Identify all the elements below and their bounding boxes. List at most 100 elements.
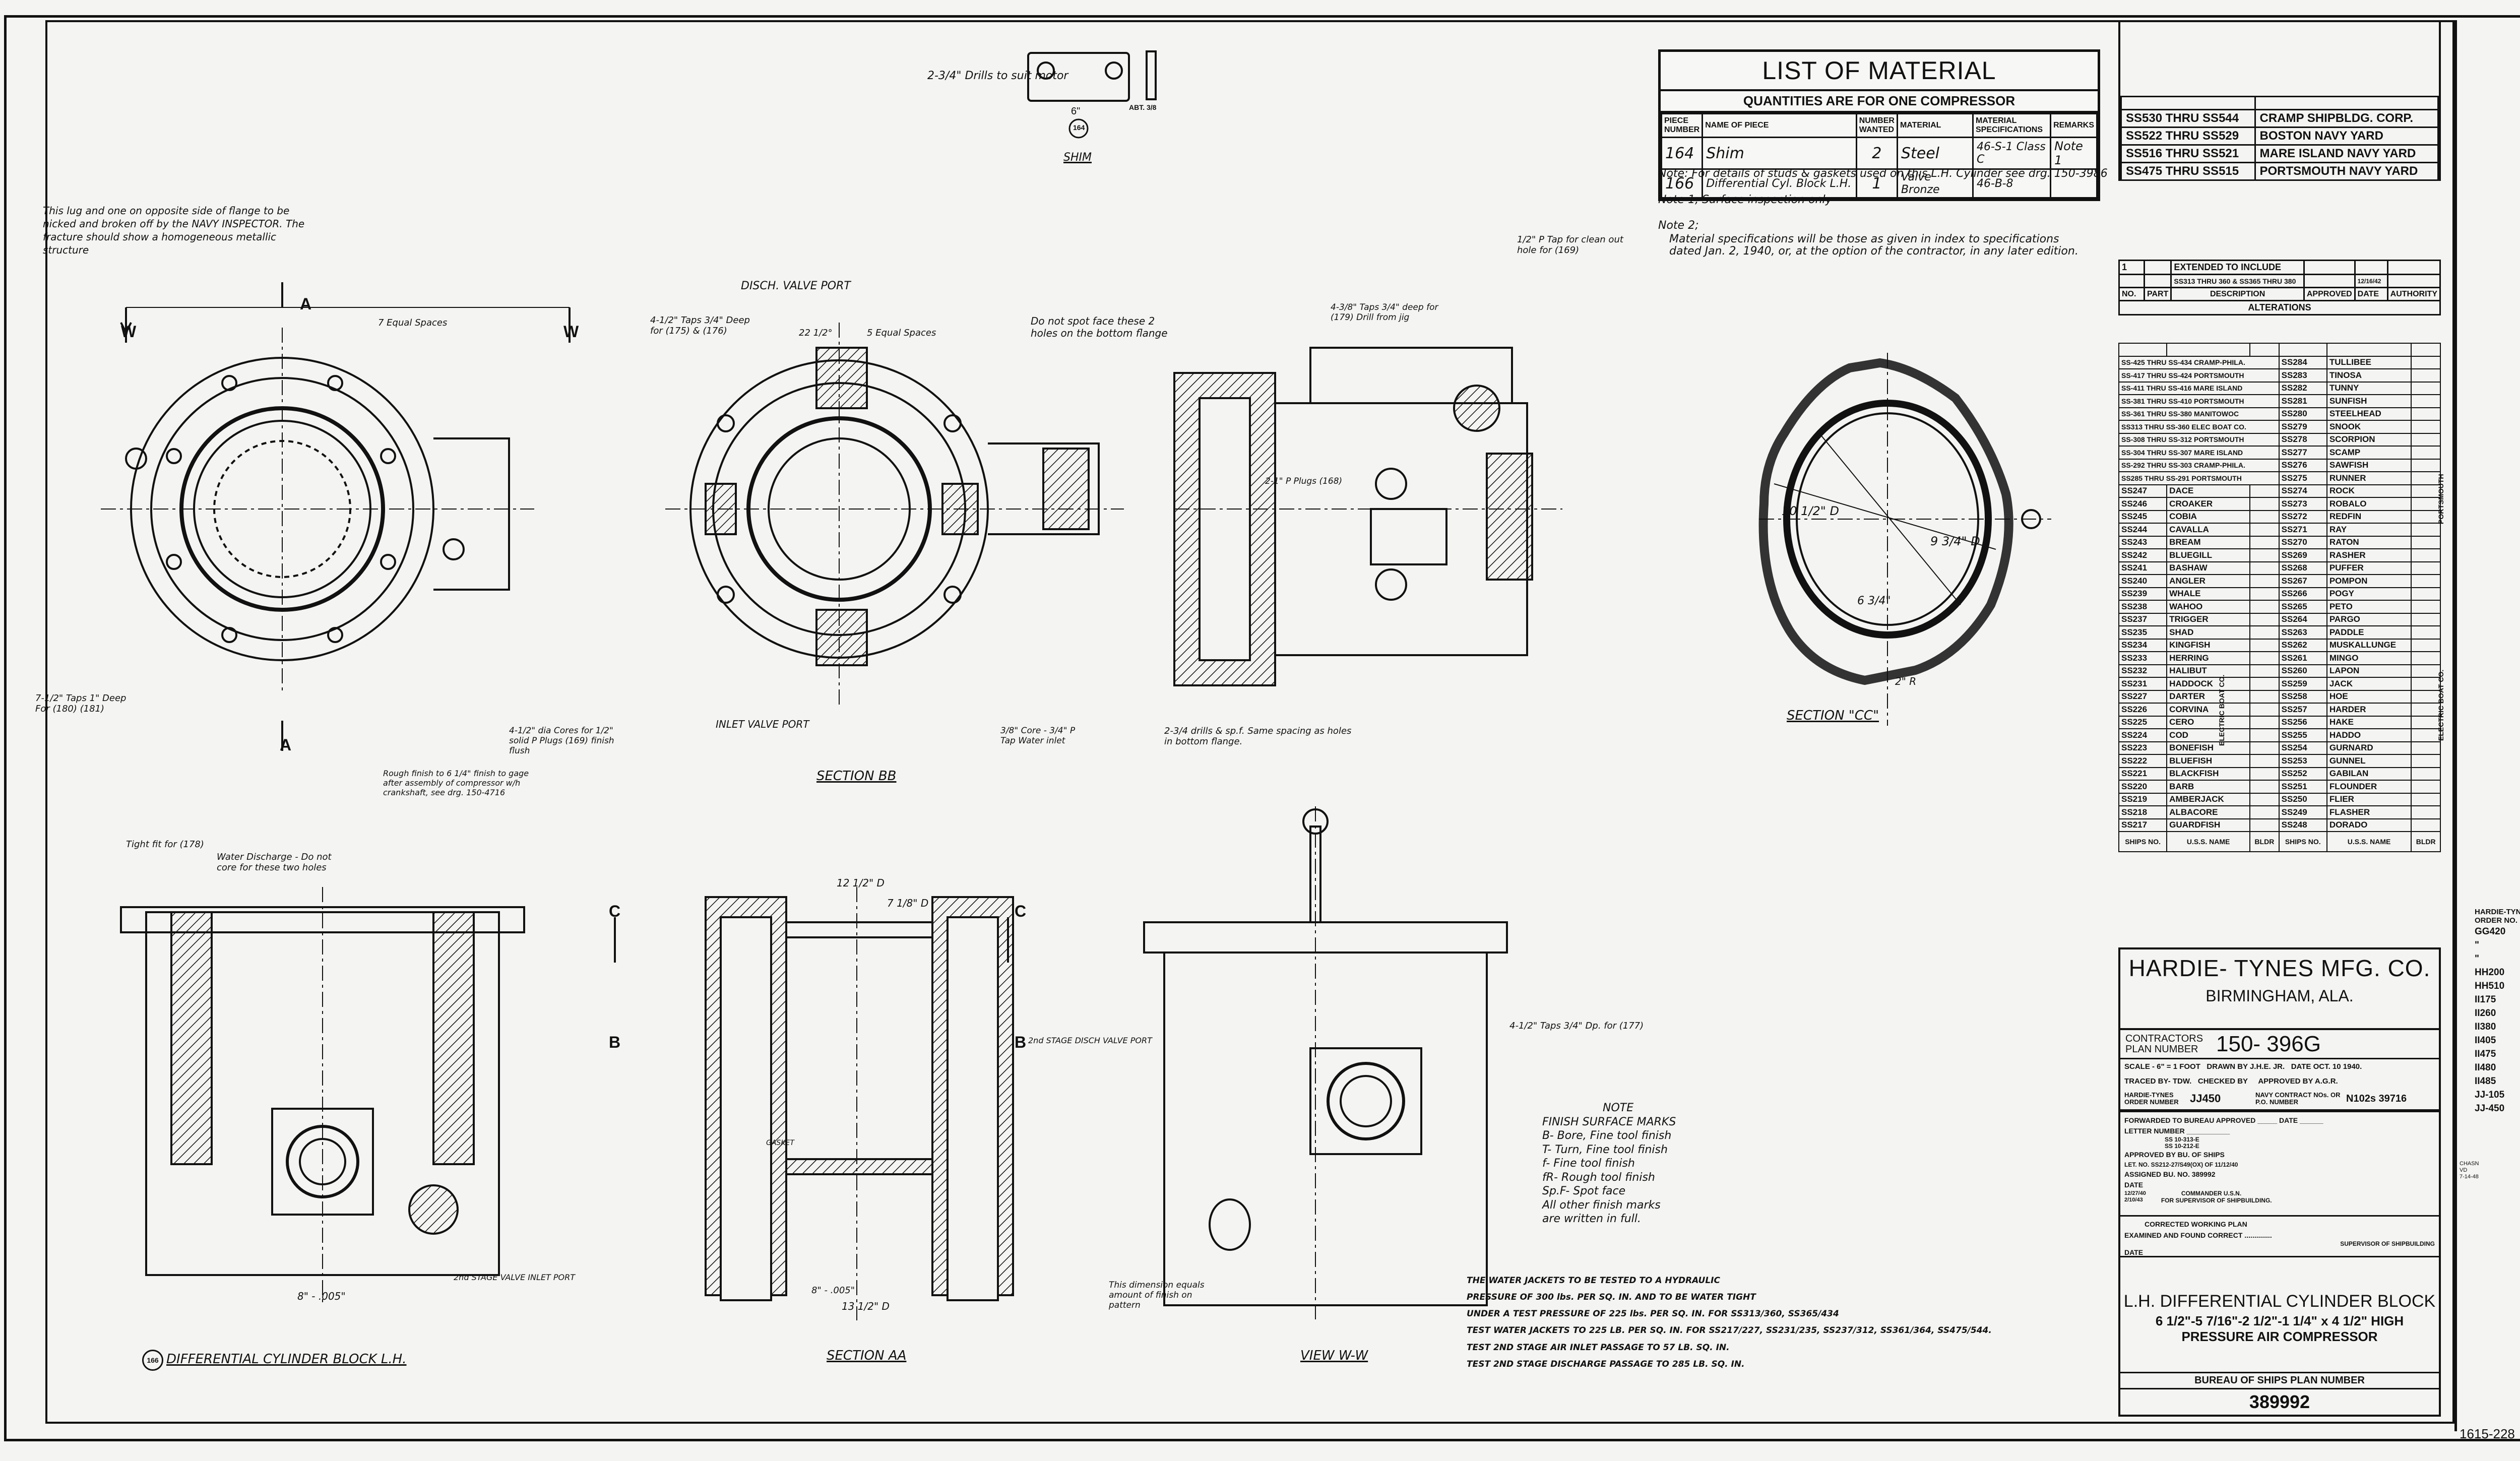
ship-range: SS-304 THRU SS-307 MARE ISLAND <box>2118 446 2280 460</box>
remarks: Note 1 <box>2050 137 2098 170</box>
traced-by: TRACED BY- TDW. <box>2124 1077 2192 1086</box>
order-no: II405 <box>2475 1035 2496 1046</box>
material: Steel <box>1896 137 1974 170</box>
ship-name: DORADO <box>2326 818 2412 832</box>
note-2-heading: Note 2; <box>1658 219 1699 232</box>
ship-name: TINOSA <box>2326 368 2412 383</box>
order-no: II475 <box>2475 1048 2496 1059</box>
order-no: II175 <box>2475 994 2496 1005</box>
alterations-table: 1 EXTENDED TO INCLUDE SS313 THRU 360 & S… <box>2118 260 2441 315</box>
alteration-part <box>2143 260 2172 275</box>
cc-radius-dimension: 2" R <box>1895 675 1917 687</box>
alteration-date: 12/16/42 <box>2354 274 2388 288</box>
traced-row: TRACED BY- TDW. CHECKED BY APPROVED BY A… <box>2120 1074 2439 1089</box>
test-notes: THE WATER JACKETS TO BE TESTED TO A HYDR… <box>1467 1273 1992 1373</box>
water-discharge-note: Water Discharge - Do not core for these … <box>217 852 332 873</box>
ship-number: SS262 <box>2278 638 2327 652</box>
piece-name: Differential Cyl. Block L.H. <box>1702 168 1857 199</box>
order-row: "SS237-274 <box>2460 952 2520 966</box>
section-marker-w-left: W <box>121 323 137 341</box>
order-row: HH510SS283-284NOd 1513 <box>2460 979 2520 993</box>
ship-number: SS277 <box>2278 446 2327 460</box>
ship-number: SS282 <box>2278 381 2327 395</box>
order-no: JJ-450 <box>2475 1103 2505 1114</box>
ship-name: GUARDFISH <box>2166 818 2251 832</box>
finish-note-subheading: FINISH SURFACE MARKS <box>1542 1115 1676 1128</box>
ship-range: SS516 THRU SS521 <box>2120 144 2256 163</box>
ss-code: SS 10-313-E <box>2165 1135 2199 1143</box>
alteration-approved <box>2303 260 2356 275</box>
list-of-material-table: LIST OF MATERIAL QUANTITIES ARE FOR ONE … <box>1658 49 2100 201</box>
test-note-line: TEST 2ND STAGE DISCHARGE PASSAGE TO 285 … <box>1467 1359 1745 1369</box>
order-row: JJ-450SS475-544N102s 39716 <box>2460 1102 2520 1115</box>
ship-range: SS-308 THRU SS-312 PORTSMOUTH <box>2118 432 2280 447</box>
ship-name: PETO <box>2326 600 2412 614</box>
ship-number: SS248 <box>2278 818 2327 832</box>
title-block: HARDIE- TYNES MFG. CO. BIRMINGHAM, ALA. … <box>2118 947 2441 1417</box>
stamp-line: 7-14-48 <box>2460 1174 2479 1180</box>
shipyard-name: PORTSMOUTH NAVY YARD <box>2254 162 2439 181</box>
bottom-drills-note: 2-3/4 drills & sp.f. Same spacing as hol… <box>1164 726 1352 747</box>
order-row: JJ-105SS365-380NObs 710 <box>2460 1088 2520 1102</box>
piece-name: Shim <box>1702 137 1857 170</box>
section-marker-w-right: W <box>563 323 579 341</box>
ship-name: SCAMP <box>2326 446 2412 460</box>
ship-name: SUNFISH <box>2326 394 2412 408</box>
order-no: II485 <box>2475 1075 2496 1087</box>
second-stage-disch-label: 2nd STAGE DISCH VALVE PORT <box>1028 1036 1152 1045</box>
ship-number: SS270 <box>2278 535 2327 549</box>
ship-name: HALIBUT <box>2166 664 2251 678</box>
taps-deep-note: 7-1/2" Taps 1" Deep For (180) (181) <box>35 693 127 714</box>
second-stage-inlet-label: 2nd STAGE VALVE INLET PORT <box>454 1273 575 1282</box>
left-bore-dimension: 8" - .005" <box>297 1290 346 1302</box>
orders-table: HARDIE-TYNES ORDER NO. SHIPS NO. NAVY CO… <box>2460 900 2520 1181</box>
ship-name: RASHER <box>2326 548 2412 562</box>
ship-number: SS242 <box>2118 548 2168 562</box>
corrected-block: CORRECTED WORKING PLAN EXAMINED AND FOUN… <box>2120 1217 2439 1257</box>
ship-name: BARB <box>2166 780 2251 794</box>
ship-number: SS218 <box>2118 805 2168 819</box>
stamp: CHASN VD 7-14-48 <box>2460 1161 2520 1181</box>
equal-spaces-7-label: 7 Equal Spaces <box>378 317 448 328</box>
test-note-line: PRESSURE OF 300 lbs. PER SQ. IN. AND TO … <box>1467 1292 1756 1303</box>
order-no: " <box>2475 953 2480 964</box>
ss-code: SS 10-212-E <box>2165 1142 2199 1150</box>
stamp-line: CHASN <box>2460 1161 2479 1167</box>
supervisor-of-shipbuilding: SUPERVISOR OF SHIPBUILDING <box>2340 1240 2435 1248</box>
alteration-no: 1 <box>2118 260 2145 275</box>
alteration-approved <box>2303 274 2356 288</box>
order-no: HH200 <box>2475 967 2505 978</box>
ship-name: TULLIBEE <box>2326 355 2412 369</box>
ship-number: SS238 <box>2118 600 2168 614</box>
ship-name: PADDLE <box>2326 625 2412 640</box>
ship-number: SS250 <box>2278 792 2327 806</box>
ship-range: SS-411 THRU SS-416 MARE ISLAND <box>2118 381 2280 395</box>
order-row: "SS231-235NOd 1373, 1436, 1513 <box>2460 938 2520 952</box>
ship-number: SS257 <box>2278 703 2327 717</box>
lom-header: REMARKS <box>2050 113 2098 138</box>
contract-label: NAVY CONTRACT NOs. OR P.O. NUMBER <box>2255 1091 2341 1106</box>
submarine-header: BLDR <box>2411 831 2441 852</box>
order-row: GG420SS217-227 <box>2460 925 2520 938</box>
ship-number: SS219 <box>2118 792 2168 806</box>
ship-number: SS224 <box>2118 728 2168 742</box>
supervisor-label: FOR SUPERVISOR OF SHIPBUILDING. <box>2161 1197 2272 1204</box>
ship-number: SS241 <box>2118 561 2168 575</box>
bureau-plan-number: 389992 <box>2120 1387 2439 1415</box>
shipyard-name: MARE ISLAND NAVY YARD <box>2254 144 2439 163</box>
ship-name: SHAD <box>2166 625 2251 640</box>
finish-note-item: B- Bore, Fine tool finish <box>1542 1129 1672 1142</box>
ship-number: SS284 <box>2278 355 2327 369</box>
